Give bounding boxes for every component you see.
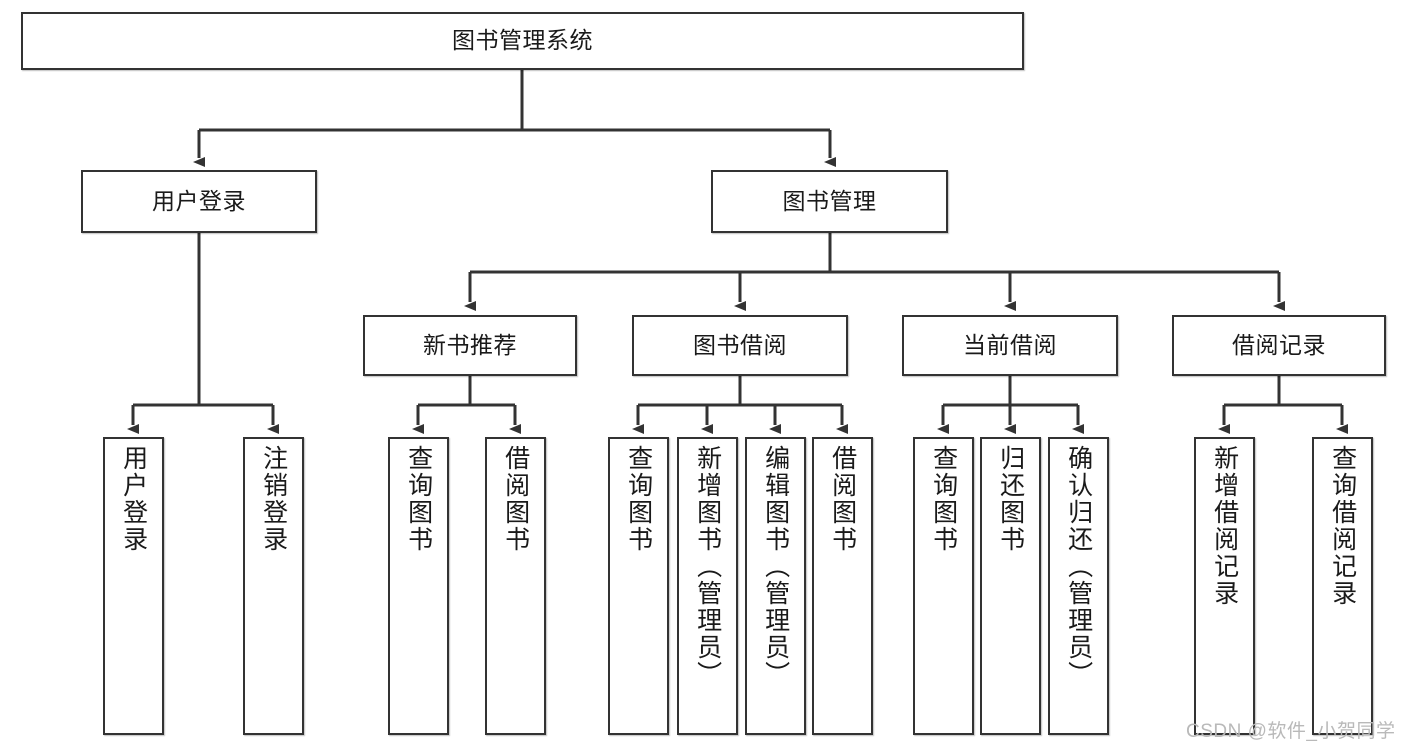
node-root-system[interactable]: 图书管理系统 bbox=[21, 12, 1024, 70]
node-label: 借阅图书 bbox=[501, 445, 530, 553]
node-book-management[interactable]: 图书管理 bbox=[711, 170, 948, 233]
leaf-record-query-record[interactable]: 查询借阅记录 bbox=[1312, 437, 1373, 735]
leaf-current-return-book[interactable]: 归还图书 bbox=[980, 437, 1041, 735]
leaf-recommend-borrow-book[interactable]: 借阅图书 bbox=[485, 437, 546, 735]
node-label: 注销登录 bbox=[259, 445, 288, 553]
node-new-book-recommend[interactable]: 新书推荐 bbox=[363, 315, 577, 376]
leaf-borrow-borrow-book[interactable]: 借阅图书 bbox=[812, 437, 873, 735]
node-label: 查询借阅记录 bbox=[1328, 445, 1357, 607]
node-book-borrow[interactable]: 图书借阅 bbox=[632, 315, 848, 376]
node-label: 用户登录 bbox=[119, 445, 148, 553]
node-label: 图书管理系统 bbox=[452, 27, 593, 54]
leaf-current-confirm-return-admin[interactable]: 确认归还（管理员） bbox=[1048, 437, 1109, 735]
node-current-borrow[interactable]: 当前借阅 bbox=[902, 315, 1118, 376]
node-label: 编辑图书（管理员） bbox=[761, 445, 790, 688]
leaf-user-login-logout[interactable]: 注销登录 bbox=[243, 437, 304, 735]
node-label: 借阅图书 bbox=[828, 445, 857, 553]
node-label: 新书推荐 bbox=[423, 331, 517, 358]
node-label: 图书管理 bbox=[782, 187, 877, 214]
leaf-borrow-add-book-admin[interactable]: 新增图书（管理员） bbox=[677, 437, 738, 735]
leaf-borrow-edit-book-admin[interactable]: 编辑图书（管理员） bbox=[745, 437, 806, 735]
node-label: 查询图书 bbox=[404, 445, 433, 553]
node-label: 查询图书 bbox=[929, 445, 958, 553]
leaf-recommend-query-book[interactable]: 查询图书 bbox=[388, 437, 449, 735]
node-label: 查询图书 bbox=[624, 445, 653, 553]
node-label: 图书借阅 bbox=[693, 331, 787, 358]
leaf-borrow-query-book[interactable]: 查询图书 bbox=[608, 437, 669, 735]
node-label: 确认归还（管理员） bbox=[1064, 445, 1093, 688]
leaf-user-login-login[interactable]: 用户登录 bbox=[103, 437, 164, 735]
node-label: 新增借阅记录 bbox=[1210, 445, 1239, 607]
csdn-watermark: CSDN @软件_小贺同学 bbox=[1186, 721, 1396, 742]
node-label: 新增图书（管理员） bbox=[693, 445, 722, 688]
node-label: 当前借阅 bbox=[963, 331, 1057, 358]
node-label: 用户登录 bbox=[152, 187, 246, 214]
leaf-current-query-book[interactable]: 查询图书 bbox=[913, 437, 974, 735]
node-label: 归还图书 bbox=[996, 445, 1025, 553]
node-label: 借阅记录 bbox=[1232, 331, 1326, 358]
leaf-record-add-record[interactable]: 新增借阅记录 bbox=[1194, 437, 1255, 735]
node-borrow-record[interactable]: 借阅记录 bbox=[1172, 315, 1386, 376]
node-user-login[interactable]: 用户登录 bbox=[81, 170, 317, 233]
